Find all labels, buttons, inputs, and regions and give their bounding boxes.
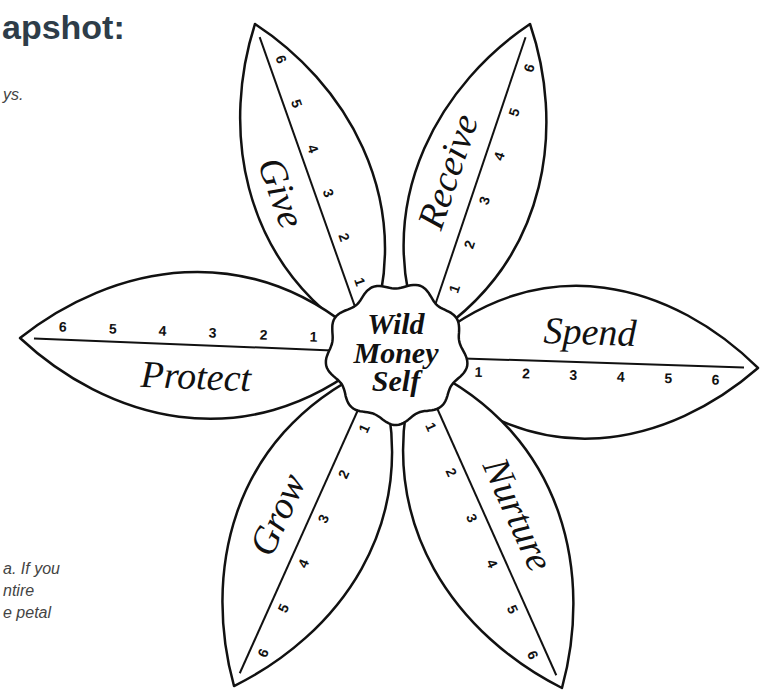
clipped-text: a. If you [3, 560, 60, 578]
scale-number: 6 [711, 372, 719, 386]
scale-line [240, 390, 367, 673]
scale-number: 2 [259, 328, 267, 342]
clipped-text: e petal [3, 604, 51, 622]
scale-number: 1 [475, 365, 483, 379]
scale-line [440, 358, 744, 368]
scale-number: 4 [159, 324, 167, 338]
scale-number: 6 [58, 320, 66, 334]
petal-outline-path [171, 344, 438, 700]
center-blob: Wild Money Self [321, 278, 472, 429]
petal-label: Protect [140, 355, 252, 397]
petal-label: Spend [543, 311, 637, 352]
clipped-text: ys. [3, 86, 23, 104]
clipped-text: ntire [3, 582, 34, 600]
heading: apshot: [2, 8, 125, 47]
petal-outline-path [357, 342, 626, 700]
scale-line [34, 339, 350, 352]
scale-number: 5 [664, 371, 672, 385]
scale-number: 1 [309, 330, 317, 344]
center-label: Wild Money Self [353, 310, 438, 396]
scale-number: 4 [617, 369, 625, 383]
scale-number: 3 [209, 326, 217, 340]
scale-number: 2 [522, 366, 530, 380]
scale-number: 5 [108, 322, 116, 336]
scale-number: 3 [569, 368, 577, 382]
